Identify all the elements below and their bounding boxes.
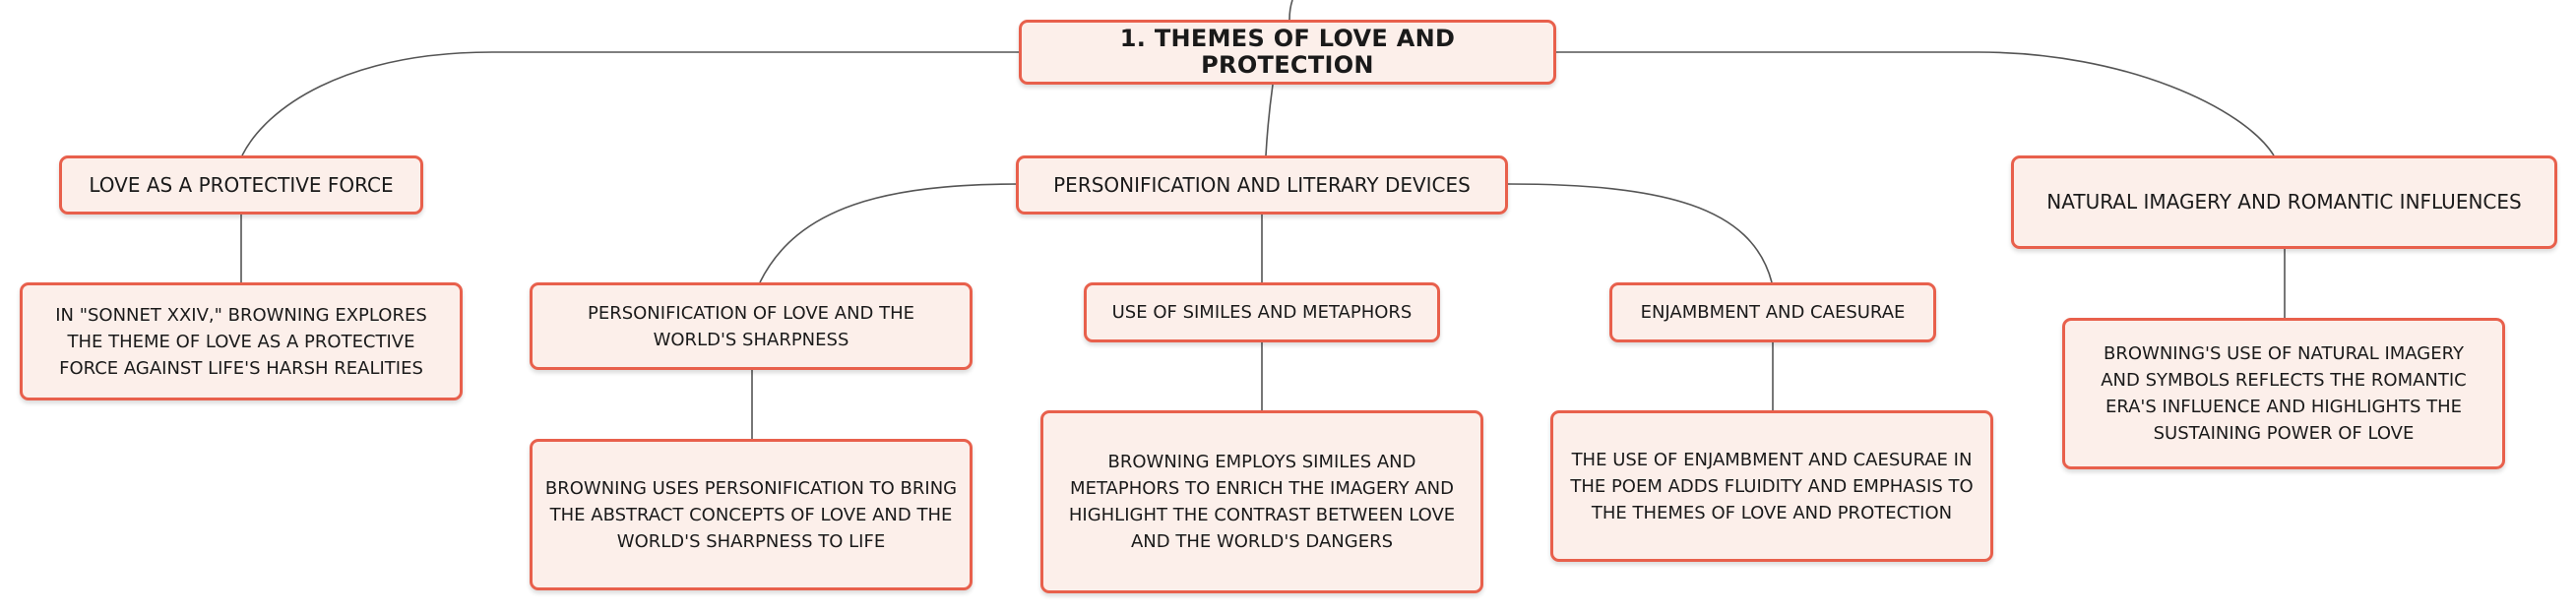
detail-enjambment-caesurae[interactable]: THE USE OF ENJAMBMENT AND CAESURAE IN TH… <box>1550 410 1993 562</box>
subtopic-similes-metaphors[interactable]: USE OF SIMILES AND METAPHORS <box>1084 282 1440 342</box>
detail-natural-imagery[interactable]: BROWNING'S USE OF NATURAL IMAGERY AND SY… <box>2062 318 2505 469</box>
connector-root-love-protective <box>241 51 1019 156</box>
detail-love-protective[interactable]: IN "SONNET XXIV," BROWNING EXPLORES THE … <box>20 282 463 400</box>
connector-personification-sub1 <box>759 183 1021 283</box>
subtopic-enjambment-caesurae[interactable]: ENJAMBMENT AND CAESURAE <box>1609 282 1936 342</box>
detail-personification-love[interactable]: BROWNING USES PERSONIFICATION TO BRING T… <box>530 439 973 590</box>
detail-similes-metaphors[interactable]: BROWNING EMPLOYS SIMILES AND METAPHORS T… <box>1040 410 1483 593</box>
topic-personification-devices[interactable]: PERSONIFICATION AND LITERARY DEVICES <box>1016 155 1508 215</box>
connector-root-personification <box>1265 84 1274 156</box>
topic-natural-imagery[interactable]: NATURAL IMAGERY AND ROMANTIC INFLUENCES <box>2011 155 2557 249</box>
connector-root-natural-imagery <box>1556 51 2275 156</box>
subtopic-personification-love[interactable]: PERSONIFICATION OF LOVE AND THE WORLD'S … <box>530 282 973 370</box>
topic-love-protective[interactable]: LOVE AS A PROTECTIVE FORCE <box>59 155 423 215</box>
connector-incoming <box>1288 0 1293 21</box>
root-topic[interactable]: 1. THEMES OF LOVE AND PROTECTION <box>1019 20 1556 85</box>
connector-personification-sub3 <box>1507 183 1773 283</box>
